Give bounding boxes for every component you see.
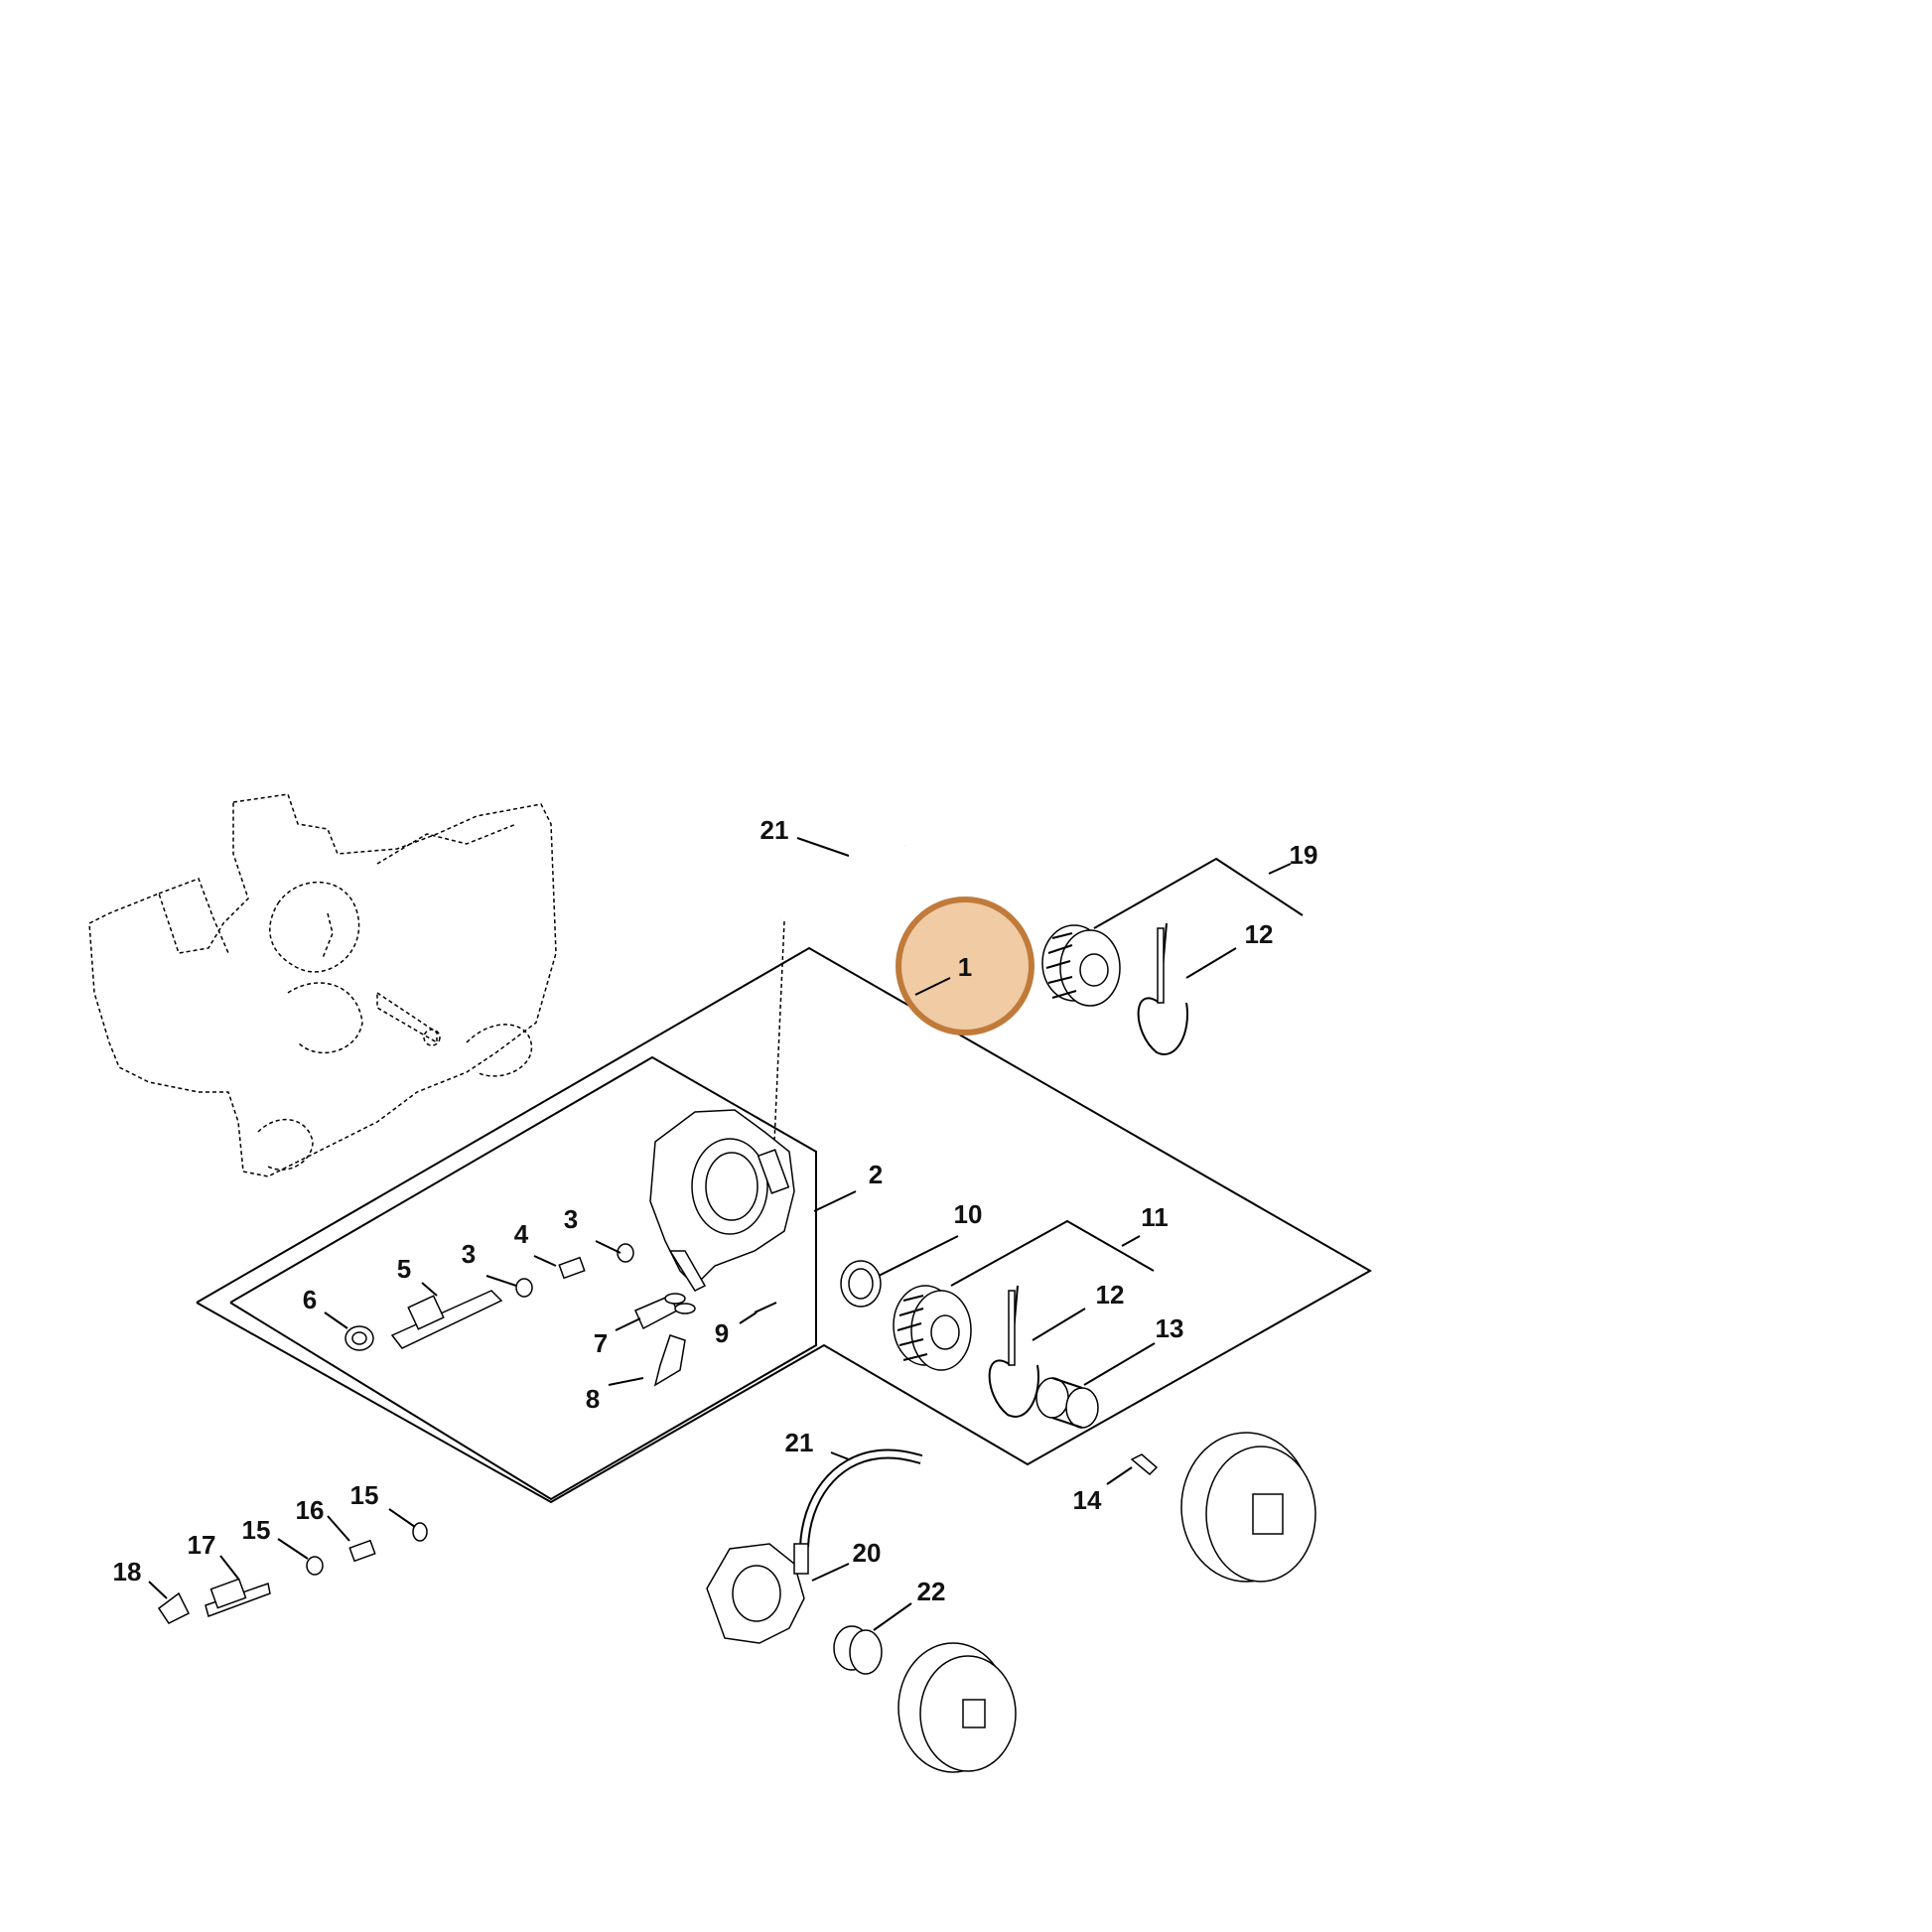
callout-label: 14 xyxy=(1073,1485,1102,1515)
callout-label: 19 xyxy=(1290,840,1318,870)
callout-label: 21 xyxy=(785,1428,814,1457)
parts xyxy=(157,838,1316,1773)
worm-gear-upper xyxy=(1041,924,1121,1007)
callout-label: 12 xyxy=(1245,919,1274,949)
screw-part xyxy=(1130,1453,1159,1476)
callout-label: 18 xyxy=(113,1557,142,1587)
callout-label: 17 xyxy=(188,1530,216,1560)
highlight-label: 1 xyxy=(958,952,972,982)
clutch-drum-lower xyxy=(897,1642,1017,1773)
pump-piston-part xyxy=(390,1290,503,1349)
adjust-screw-part xyxy=(653,1334,686,1387)
clutch-drum-upper xyxy=(1180,1432,1316,1583)
callout-label: 5 xyxy=(397,1254,411,1284)
callout-label: 3 xyxy=(564,1204,578,1234)
highlight-item-1[interactable]: 1 xyxy=(896,897,1035,1035)
callout-label: 6 xyxy=(303,1285,317,1314)
callout-label: 8 xyxy=(586,1384,600,1414)
kit-outline-boxes xyxy=(196,857,1373,1504)
callout-label: 20 xyxy=(853,1538,882,1568)
callout-label: 7 xyxy=(594,1328,608,1358)
leader-lines xyxy=(148,837,1292,1631)
worm-gear-small xyxy=(833,1625,883,1675)
engine-housing-drawing xyxy=(88,793,557,1177)
worm-gear-lower xyxy=(893,1285,972,1371)
callout-label: 21 xyxy=(760,815,789,845)
callout-label: 10 xyxy=(954,1199,983,1229)
callout-label: 22 xyxy=(917,1577,946,1606)
callout-label: 12 xyxy=(1096,1280,1125,1310)
sleeve-part xyxy=(1035,1377,1099,1429)
callout-label: 11 xyxy=(1141,1202,1169,1232)
callout-label: 9 xyxy=(715,1318,729,1348)
callout-label: 15 xyxy=(350,1480,379,1510)
callout-label: 3 xyxy=(462,1239,476,1269)
callout-label: 2 xyxy=(869,1160,883,1189)
callout-labels: 21 19 12 2 10 11 12 13 3 4 3 5 6 7 9 8 2… xyxy=(113,815,1318,1606)
callout-label: 4 xyxy=(514,1219,529,1249)
callout-label: 15 xyxy=(242,1515,271,1545)
callout-label: 13 xyxy=(1156,1313,1184,1343)
pump-spring-part xyxy=(558,1256,586,1280)
oil-pump-part xyxy=(649,1109,795,1292)
callout-label: 16 xyxy=(296,1495,325,1525)
oil-pump-lower xyxy=(706,1543,809,1644)
